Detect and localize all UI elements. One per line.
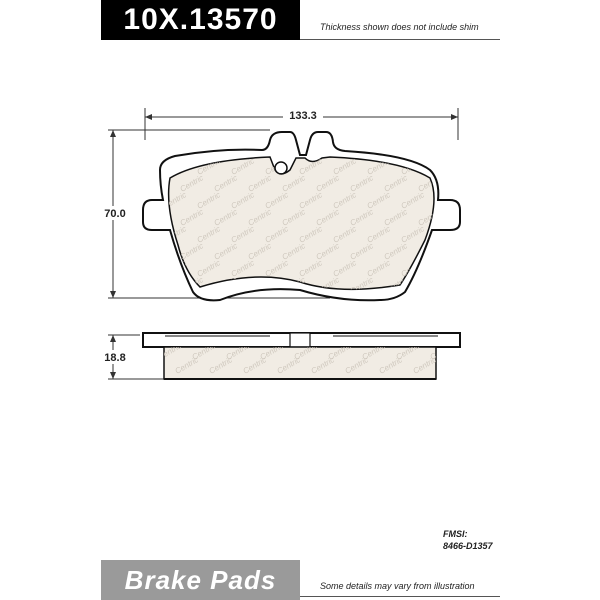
pad-logo: Centric xyxy=(429,341,455,361)
category-banner: Brake Pads xyxy=(101,560,300,600)
thickness-dimension: 18.8 xyxy=(100,334,164,380)
fmsi-block: FMSI: 8466-D1357 xyxy=(443,528,493,552)
pad-logo: Centric xyxy=(417,275,443,295)
header-divider xyxy=(300,39,500,40)
width-dimension: 133.3 xyxy=(144,107,459,140)
pad-logo: Centric xyxy=(434,258,460,278)
width-value: 133.3 xyxy=(289,110,317,122)
height-value: 70.0 xyxy=(104,208,125,220)
footer-divider xyxy=(300,596,500,597)
fmsi-label: FMSI: xyxy=(443,529,468,539)
pad-logo: Centric xyxy=(434,156,460,176)
thickness-note: Thickness shown does not include shim xyxy=(320,22,479,32)
fmsi-code: 8466-D1357 xyxy=(443,541,493,551)
thickness-value: 18.8 xyxy=(104,352,125,364)
illustration-note: Some details may vary from illustration xyxy=(320,581,475,591)
part-number-banner: 10X.13570 xyxy=(101,0,300,40)
